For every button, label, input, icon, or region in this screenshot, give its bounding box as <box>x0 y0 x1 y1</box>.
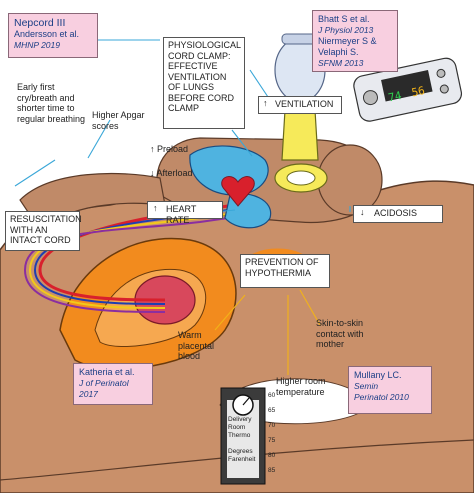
heart-rate-up-arrow-icon: ↑ <box>153 203 158 213</box>
ref-nepcord: Nepcord III Andersson et al. MHNP 2019 <box>8 13 98 58</box>
arrow-physio-vent <box>249 69 271 101</box>
afterload-text: Afterload <box>156 168 193 178</box>
thermo-scale-60: 60 <box>268 392 276 399</box>
ref-bhatt-line5: SFNM 2013 <box>318 58 364 68</box>
thermo-line-1: Delivery <box>228 416 252 423</box>
resuscitation-box: RESUSCITATION WITH AN INTACT CORD <box>5 211 82 251</box>
umbilical-cord-red <box>38 203 236 302</box>
ref-nepcord-title: Nepcord III <box>14 17 66 29</box>
umbilical-cord-purple <box>23 216 236 313</box>
thermo-line-2: Room <box>228 424 246 431</box>
ventilation-text: VENTILATION <box>275 99 334 109</box>
resuscitation-text: RESUSCITATION WITH AN INTACT CORD <box>10 214 82 245</box>
ventilation-up-arrow-icon: ↑ <box>263 98 268 108</box>
ref-bhatt-line4: Velaphi S. <box>318 47 359 57</box>
acidosis-down-arrow-icon: ↓ <box>360 207 365 217</box>
early-cry-label: Early first cry/breath and shorter time … <box>17 82 86 124</box>
thermo-scale-75: 75 <box>268 437 276 444</box>
arrow-physio <box>231 129 253 157</box>
ref-bhatt-line2: J Physiol 2013 <box>318 25 374 35</box>
thermo-line-6: Farenheit <box>228 456 256 463</box>
arrow-warm-blood <box>214 294 246 331</box>
thermometer-scale: 60 65 70 75 80 85 <box>268 392 282 482</box>
ref-nepcord-journal: MHNP 2019 <box>14 40 60 50</box>
mask-cup-inner <box>286 170 316 186</box>
arrow-cry <box>14 159 56 187</box>
acidosis-text: ACIDOSIS <box>374 208 418 218</box>
ref-mullany-line2: Semin <box>354 381 379 391</box>
heart-rate-text: HEART RATE <box>166 204 197 225</box>
acidosis-box: ↓ ACIDOSIS <box>353 205 443 223</box>
umbilical-cord-blue <box>33 208 236 305</box>
ref-katheria-line2: J of Perinatol <box>79 378 129 388</box>
preload-label: ↑ Preload <box>150 144 210 155</box>
bed-surface <box>0 439 474 481</box>
monitor-value-right: 56 <box>410 84 427 100</box>
thermo-scale-65: 65 <box>268 407 276 414</box>
heart-rate-box: ↑ HEART RATE <box>147 201 223 225</box>
preload-up-arrow-icon: ↑ <box>150 144 155 154</box>
afterload-label: ↓ Afterload <box>150 168 220 179</box>
thermo-scale-80: 80 <box>268 452 276 459</box>
mask-bag <box>281 109 319 161</box>
ref-mullany-line1: Mullany LC. <box>354 370 402 380</box>
monitor-value-left: 74 <box>387 88 403 105</box>
heart <box>221 176 255 207</box>
thermo-line-4 <box>228 440 258 448</box>
skin-contact-label: Skin-to-skin contact with mother <box>316 318 364 349</box>
ref-bhatt: Bhatt S et al. J Physiol 2013 Niermeyer … <box>312 10 398 72</box>
pulse-oximeter <box>353 57 463 122</box>
ref-katheria: Katheria et al. J of Perinatol 2017 <box>73 363 153 405</box>
ref-bhatt-line1: Bhatt S et al. <box>318 14 370 24</box>
ref-katheria-line1: Katheria et al. <box>79 367 135 377</box>
ref-mullany-line3: Perinatol 2010 <box>354 392 409 402</box>
afterload-down-arrow-icon: ↓ <box>150 168 155 178</box>
thermometer-text: Delivery Room Thermo Degrees Farenheit <box>228 416 258 464</box>
umbilical-cord-yellow <box>28 212 236 309</box>
ref-katheria-line3: 2017 <box>79 389 98 399</box>
prevention-box: PREVENTION OF HYPOTHERMIA <box>240 254 330 288</box>
room-temp-label: Higher room temperature <box>276 376 326 397</box>
thermo-scale-85: 85 <box>268 467 276 474</box>
arrow-apgar <box>87 119 111 159</box>
ref-bhatt-line3: Niermeyer S & <box>318 36 377 46</box>
thermo-line-3: Thermo <box>228 432 251 439</box>
preload-text: Preload <box>157 144 189 154</box>
warm-blood-label: Warm placental blood <box>178 330 215 361</box>
ref-nepcord-sub: Andersson et al. <box>14 29 80 39</box>
thermometer-device <box>220 387 266 485</box>
higher-apgar-label: Higher Apgar scores <box>92 110 145 131</box>
ref-mullany: Mullany LC. Semin Perinatol 2010 <box>348 366 432 414</box>
prevention-text: PREVENTION OF HYPOTHERMIA <box>245 257 319 278</box>
arrow-skin <box>299 289 321 326</box>
thermo-scale-70: 70 <box>268 422 276 429</box>
physio-clamp-box: PHYSIOLOGICAL CORD CLAMP: EFFECTIVE VENT… <box>163 37 245 129</box>
ventilation-box: ↑ VENTILATION <box>258 96 342 114</box>
physio-clamp-text: PHYSIOLOGICAL CORD CLAMP: EFFECTIVE VENT… <box>168 40 241 113</box>
thermo-line-5: Degrees <box>228 448 253 455</box>
